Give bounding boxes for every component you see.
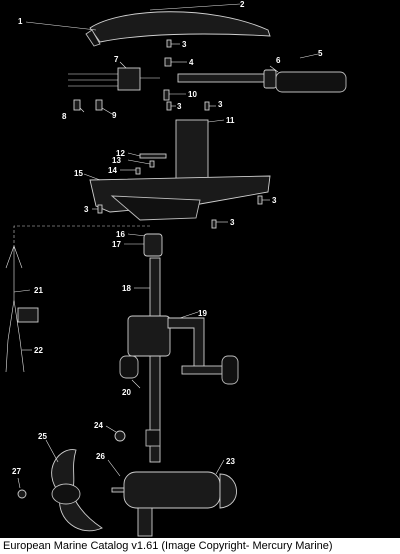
callout-7: 7 — [114, 55, 119, 64]
callout-27: 27 — [12, 467, 21, 476]
callout-10: 10 — [188, 90, 197, 99]
callout-16: 16 — [116, 230, 125, 239]
screw-part-3f — [211, 219, 217, 229]
pin-part-13 — [149, 160, 155, 168]
callout-6: 6 — [276, 56, 281, 65]
callout-17: 17 — [112, 240, 121, 249]
motor-tailcone — [219, 473, 237, 509]
callout-3-e: 3 — [272, 196, 277, 205]
circuit-breaker — [17, 307, 39, 323]
propeller-blade-lower — [59, 495, 103, 532]
screw-part-3b — [166, 101, 172, 111]
callout-3-b: 3 — [177, 102, 182, 111]
tiller-arm — [177, 73, 271, 83]
callout-11: 11 — [226, 116, 235, 125]
callout-21: 21 — [34, 286, 43, 295]
fitting-part-8 — [73, 99, 81, 111]
screw-part-4 — [164, 57, 172, 67]
callout-3-f: 3 — [230, 218, 235, 227]
motor-shaft — [149, 257, 161, 463]
callout-8: 8 — [62, 112, 67, 121]
propeller-hub — [51, 483, 81, 505]
shaft-spring — [145, 429, 161, 447]
depth-collar — [143, 233, 163, 257]
pin-part-12 — [139, 153, 167, 159]
pin-part-14 — [135, 167, 141, 175]
screw-part-10 — [163, 89, 170, 101]
callout-2: 2 — [240, 0, 245, 9]
prop-washer — [17, 489, 27, 499]
callout-25: 25 — [38, 432, 47, 441]
speed-switch — [117, 67, 141, 91]
callout-26: 26 — [96, 452, 105, 461]
callout-19: 19 — [198, 309, 207, 318]
tilt-knob — [119, 355, 139, 379]
callout-13: 13 — [112, 156, 121, 165]
screw-part-3c — [204, 101, 210, 111]
head-cover-top — [89, 11, 271, 43]
tiller-grip — [275, 71, 347, 93]
callout-24: 24 — [94, 421, 103, 430]
fitting-part-9 — [95, 99, 103, 111]
callout-1: 1 — [18, 17, 23, 26]
callout-5: 5 — [318, 49, 323, 58]
callout-4: 4 — [189, 58, 194, 67]
screw-part-3e — [257, 195, 263, 205]
steering-sleeve — [175, 119, 209, 181]
callout-12: 12 — [116, 149, 125, 158]
callout-15: 15 — [74, 169, 83, 178]
clamp-arm — [167, 317, 205, 371]
callout-18: 18 — [122, 284, 131, 293]
clamp-handle — [221, 355, 239, 385]
callout-20: 20 — [122, 388, 131, 397]
mount-bracket — [127, 315, 171, 357]
callout-22: 22 — [34, 346, 43, 355]
tiller-collar — [263, 69, 277, 89]
callout-9: 9 — [112, 111, 117, 120]
image-caption: European Marine Catalog v1.61 (Image Cop… — [0, 538, 400, 554]
prop-nut — [114, 430, 126, 442]
motor-housing — [123, 471, 221, 509]
callout-3-d: 3 — [84, 205, 89, 214]
callout-14: 14 — [108, 166, 117, 175]
clamp-screw — [181, 365, 223, 375]
screw-part-3d — [97, 204, 103, 214]
callout-23: 23 — [226, 457, 235, 466]
exploded-parts-diagram: 1 2 3 4 5 6 7 8 9 10 3 3 11 12 13 14 15 … — [5, 0, 347, 537]
skeg — [137, 507, 153, 537]
head-cover-lower — [85, 29, 101, 47]
battery-leads — [5, 245, 25, 373]
screw-part-3 — [166, 39, 172, 48]
callout-3-c: 3 — [218, 100, 223, 109]
drive-pin — [111, 487, 125, 493]
head-base-lower — [110, 195, 201, 221]
callout-3: 3 — [182, 40, 187, 49]
